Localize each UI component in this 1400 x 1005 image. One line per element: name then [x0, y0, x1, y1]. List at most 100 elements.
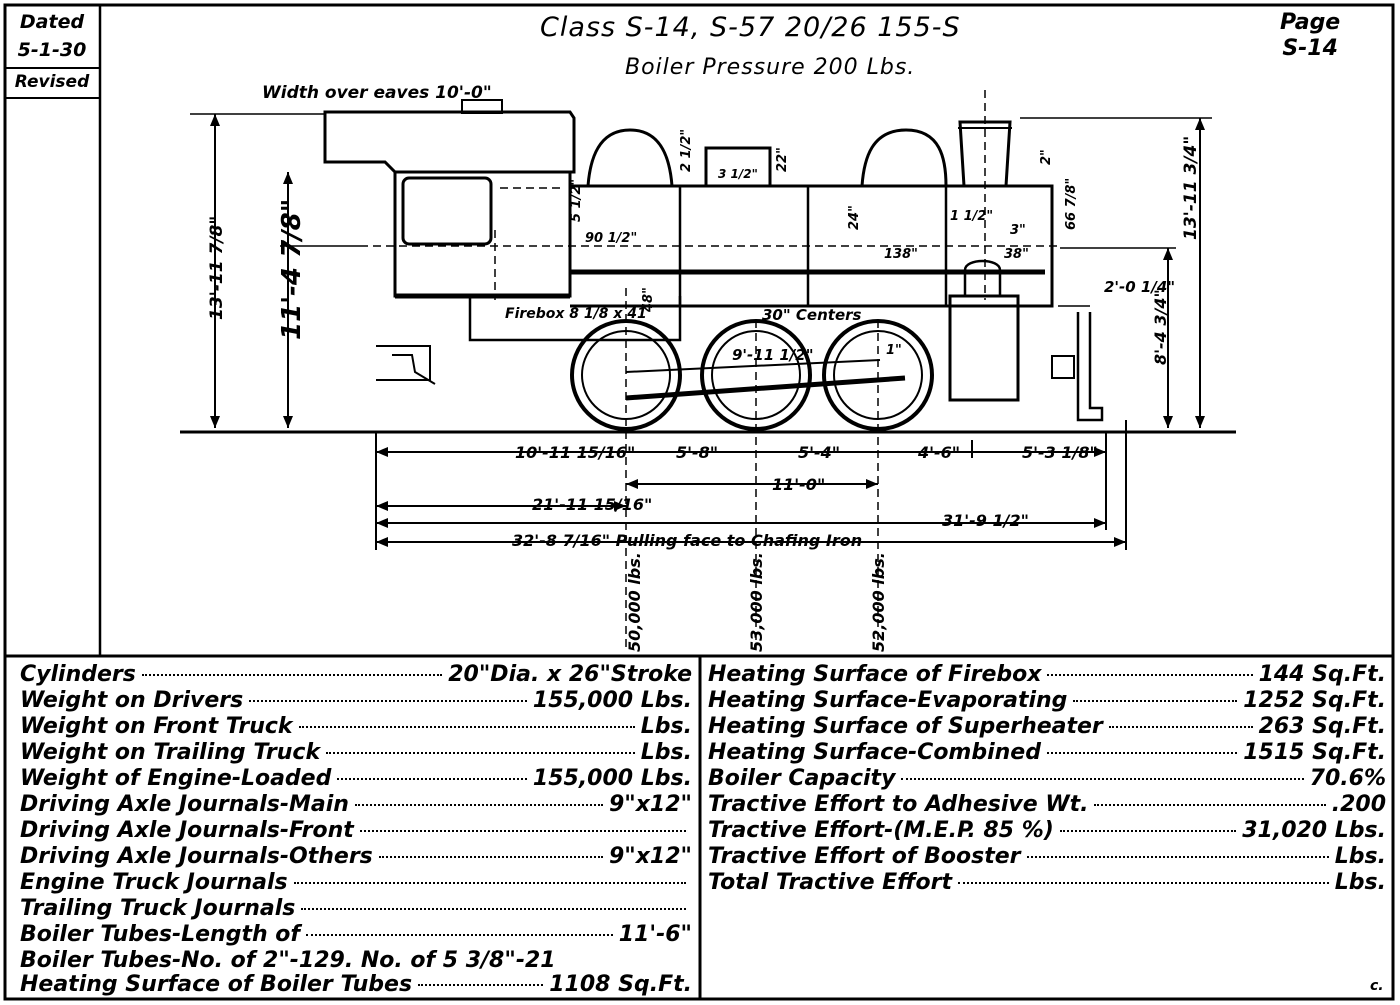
page-value: S-14 — [1282, 36, 1338, 61]
spec-label: Tractive Effort-(M.E.P. 85 %) — [708, 818, 1054, 843]
small-dim: 66 7/8" — [1064, 178, 1079, 230]
small-dim: 1" — [886, 343, 902, 358]
axle-load-1: 50,000 lbs. — [625, 552, 644, 652]
side-rod — [625, 375, 906, 401]
spec-row: Weight on Trailing Truck Lbs. — [20, 740, 692, 765]
small-dim: 48" — [641, 287, 656, 313]
spec-value: Lbs. — [1334, 844, 1386, 869]
spec-value: .200 — [1331, 792, 1386, 817]
spec-row: Heating Surface of Boiler Tubes 1108 Sq.F… — [20, 972, 692, 997]
small-dim: 2 1/2" — [679, 129, 694, 172]
spec-label: Heating Surface of Boiler Tubes — [20, 972, 413, 997]
cab-body — [393, 172, 572, 298]
drawing-mark: c. — [1370, 978, 1384, 994]
spec-row: Boiler Capacity 70.6% — [708, 766, 1386, 791]
dated-value: 5-1-30 — [17, 39, 87, 61]
pilot-offset-label: 2'-0 1/4" — [1104, 278, 1175, 296]
spec-row: Engine Truck Journals — [20, 870, 692, 895]
spec-label: Boiler Capacity — [708, 766, 896, 791]
small-dim: 2" — [1039, 149, 1054, 165]
spec-label: Engine Truck Journals — [20, 870, 288, 895]
small-dim: 1 1/2" — [950, 209, 993, 224]
spec-value: 9"x12" — [608, 792, 692, 817]
spec-row: Driving Axle Journals-Front — [20, 818, 692, 843]
small-dim: 90 1/2" — [585, 231, 637, 246]
spec-row: Tractive Effort of Booster Lbs. — [708, 844, 1386, 869]
spec-value: 155,000 Lbs. — [532, 688, 692, 713]
spec-label: Weight on Drivers — [20, 688, 244, 713]
spec-label: Driving Axle Journals-Others — [20, 844, 373, 869]
dim-wheelbase: 11'-0" — [772, 475, 825, 494]
spec-row: Tractive Effort to Adhesive Wt. .200 — [708, 792, 1386, 817]
page-label: Page — [1280, 10, 1341, 35]
spec-label: Tractive Effort of Booster — [708, 844, 1021, 869]
spec-label: Heating Surface-Evaporating — [708, 688, 1068, 713]
boiler-center-height-label: 11'-4 7/8" — [277, 199, 307, 340]
width-over-eaves-label: Width over eaves 10'-0" — [262, 83, 492, 103]
dim-driver-2-3: 5'-4" — [798, 443, 840, 462]
spec-label: Tractive Effort to Adhesive Wt. — [708, 792, 1089, 817]
dim-truck-to-front: 5'-3 1/8" — [1022, 443, 1098, 462]
dim-rear-to-center: 21'-11 15/16" — [532, 495, 652, 514]
axle-load-2: 53,000 lbs. — [747, 552, 766, 652]
spec-row: Tractive Effort-(M.E.P. 85 %) 31,020 Lbs. — [708, 818, 1386, 843]
spec-value: Lbs. — [1334, 870, 1386, 895]
overall-height-left-label: 13'-11 7/8" — [207, 216, 227, 320]
page-title: Class S-14, S-57 20/26 155-S — [540, 12, 961, 43]
spec-row: Heating Surface-Combined 1515 Sq.Ft. — [708, 740, 1386, 765]
cab-roof — [323, 110, 576, 174]
pilot — [1076, 312, 1104, 422]
spec-label: Driving Axle Journals-Main — [20, 792, 349, 817]
axle-load-3: 52,000 lbs. — [869, 552, 888, 652]
spec-row: Trailing Truck Journals — [20, 896, 692, 921]
pilot-height-label: 8'-4 3/4" — [1151, 289, 1170, 365]
spec-label: Boiler Tubes-Length of — [20, 922, 300, 947]
spec-row: Driving Axle Journals-Main 9"x12" — [20, 792, 692, 817]
spec-label: Weight on Trailing Truck — [20, 740, 321, 765]
spec-row: Weight on Drivers 155,000 Lbs. — [20, 688, 692, 713]
spec-value: 1515 Sq.Ft. — [1243, 740, 1386, 765]
spec-value: 70.6% — [1309, 766, 1386, 791]
spec-label: Total Tractive Effort — [708, 870, 952, 895]
spec-label: Cylinders — [20, 662, 136, 687]
revised-label: Revised — [14, 72, 90, 92]
dim-total-right: 31'-9 1/2" — [942, 511, 1029, 530]
spec-value: 31,020 Lbs. — [1242, 818, 1386, 843]
spec-label: Boiler Tubes-No. of 2"-129. No. of 5 3/8… — [20, 948, 556, 973]
spec-value: 1252 Sq.Ft. — [1243, 688, 1386, 713]
spec-row: Driving Axle Journals-Others 9"x12" — [20, 844, 692, 869]
dim-tender-to-driver: 10'-11 15/16" — [515, 443, 635, 462]
spec-value: 144 Sq.Ft. — [1258, 662, 1386, 687]
spec-value: Lbs. — [640, 714, 692, 739]
small-dim: 5 1/2" — [569, 179, 584, 222]
dim-driver-3-truck: 4'-6" — [917, 443, 960, 462]
small-dim: 24" — [847, 205, 862, 230]
cab-window — [401, 176, 493, 246]
smokestack — [958, 120, 1012, 188]
driver-diameter-label: 9'-11 1/2" — [732, 346, 814, 364]
small-dim: 3 1/2" — [718, 167, 758, 181]
spec-value: 155,000 Lbs. — [532, 766, 692, 791]
spec-label: Heating Surface of Firebox — [708, 662, 1042, 687]
spec-value: 9"x12" — [608, 844, 692, 869]
spec-value: Lbs. — [640, 740, 692, 765]
spec-row: Heating Surface-Evaporating 1252 Sq.Ft. — [708, 688, 1386, 713]
spec-row: Heating Surface of Firebox 144 Sq.Ft. — [708, 662, 1386, 687]
spec-label: Heating Surface-Combined — [708, 740, 1041, 765]
dim-total-pulling: 32'-8 7/16" Pulling face to Chafing Iron — [512, 531, 862, 550]
spec-row: Total Tractive Effort Lbs. — [708, 870, 1386, 895]
spec-value: 1108 Sq.Ft. — [549, 972, 692, 997]
firebox-note: Firebox 8 1/8 x 41 — [505, 306, 647, 322]
boiler-pressure-subtitle: Boiler Pressure 200 Lbs. — [625, 55, 916, 80]
spec-row: Weight on Front Truck Lbs. — [20, 714, 692, 739]
steam-dome — [586, 128, 674, 187]
spec-label: Driving Axle Journals-Front — [20, 818, 354, 843]
spec-value: 20"Dia. x 26"Stroke — [448, 662, 692, 687]
cylinder — [948, 294, 1020, 402]
spec-label: Weight on Front Truck — [20, 714, 293, 739]
dim-driver-1-2: 5'-8" — [676, 443, 718, 462]
